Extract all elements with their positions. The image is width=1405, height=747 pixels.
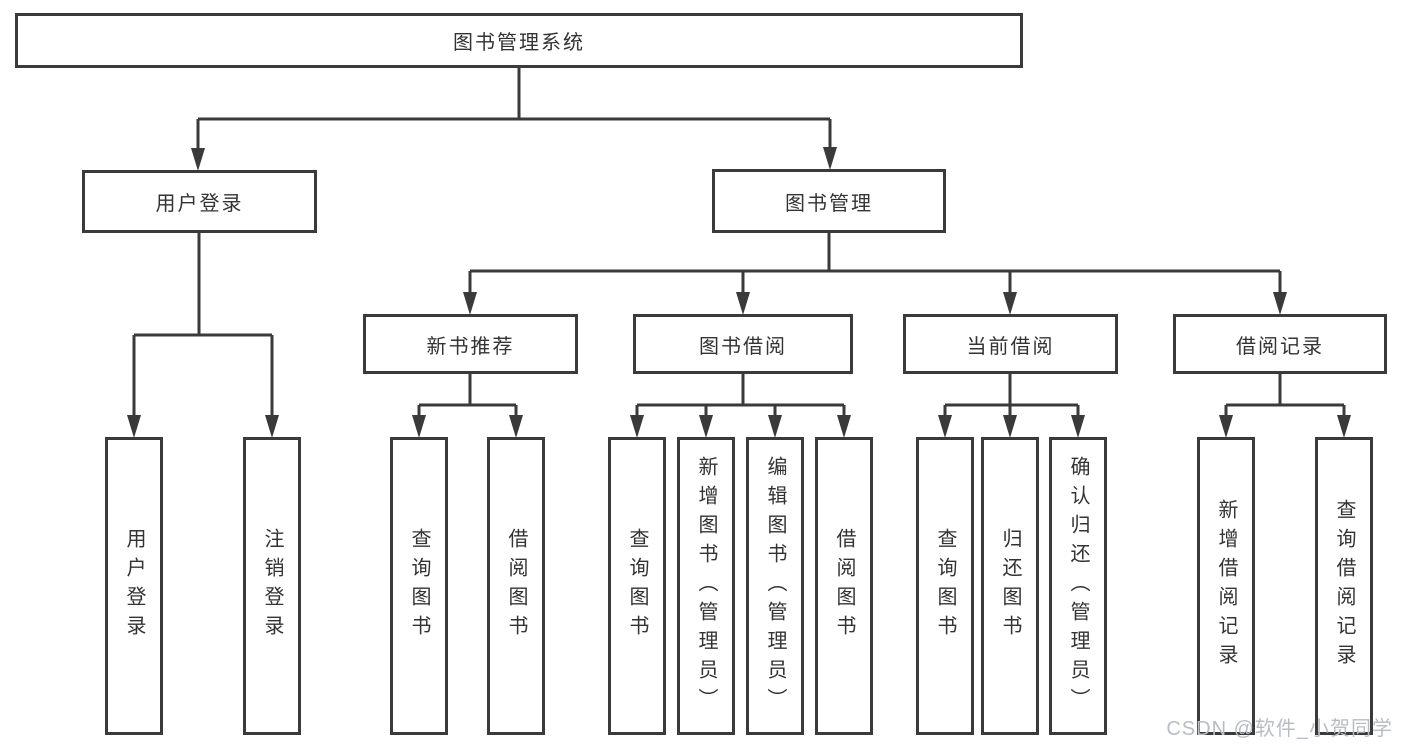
leaf-query-books-current: 查询图书 <box>916 437 974 735</box>
leaf-confirm-return-admin: 确认归还（管理员） <box>1049 437 1107 735</box>
node-label: 借阅图书 <box>833 528 855 644</box>
node-book-management: 图书管理 <box>712 169 946 233</box>
leaf-borrow-books: 借阅图书 <box>815 437 873 735</box>
csdn-watermark: CSDN @软件_小贺同学 <box>1166 718 1393 740</box>
node-label: 查询图书 <box>626 528 648 644</box>
node-label: 查询图书 <box>934 528 956 644</box>
node-label: 新增借阅记录 <box>1215 499 1237 673</box>
node-label: 新增图书（管理员） <box>695 455 717 717</box>
node-label: 确认归还（管理员） <box>1067 455 1089 717</box>
node-label: 当前借阅 <box>966 335 1055 358</box>
leaf-query-borrow-record: 查询借阅记录 <box>1315 437 1373 735</box>
leaf-logout: 注销登录 <box>243 437 301 735</box>
arrowheads <box>127 147 1351 438</box>
leaf-edit-books-admin: 编辑图书（管理员） <box>746 437 804 735</box>
node-new-book-recommend: 新书推荐 <box>363 314 578 374</box>
node-label: 用户登录 <box>155 193 244 215</box>
node-label: 新书推荐 <box>426 335 515 358</box>
node-user-login: 用户登录 <box>82 170 317 233</box>
leaf-return-books: 归还图书 <box>981 437 1039 735</box>
node-book-borrowing: 图书借阅 <box>633 314 853 374</box>
node-label: 查询图书 <box>408 528 430 644</box>
node-label: 归还图书 <box>999 528 1021 644</box>
node-label: 查询借阅记录 <box>1333 499 1355 673</box>
leaf-add-books-admin: 新增图书（管理员） <box>677 437 735 735</box>
node-library-management-system: 图书管理系统 <box>15 13 1023 68</box>
node-label: 图书借阅 <box>699 335 787 358</box>
node-current-borrowing: 当前借阅 <box>903 314 1118 374</box>
node-borrowing-records: 借阅记录 <box>1173 314 1387 374</box>
node-label: 图书管理系统 <box>453 32 585 54</box>
leaf-query-books-recommend: 查询图书 <box>390 437 448 735</box>
node-label: 借阅图书 <box>505 528 527 644</box>
leaf-user-login: 用户登录 <box>105 437 163 735</box>
node-label: 编辑图书（管理员） <box>764 455 786 717</box>
leaf-add-borrow-record: 新增借阅记录 <box>1197 437 1255 735</box>
leaf-query-books-borrow: 查询图书 <box>608 437 666 735</box>
node-label: 注销登录 <box>261 528 283 644</box>
node-label: 借阅记录 <box>1236 335 1324 358</box>
node-label: 用户登录 <box>123 528 145 644</box>
leaf-borrow-books-recommend: 借阅图书 <box>487 437 545 735</box>
node-label: 图书管理 <box>785 192 873 215</box>
